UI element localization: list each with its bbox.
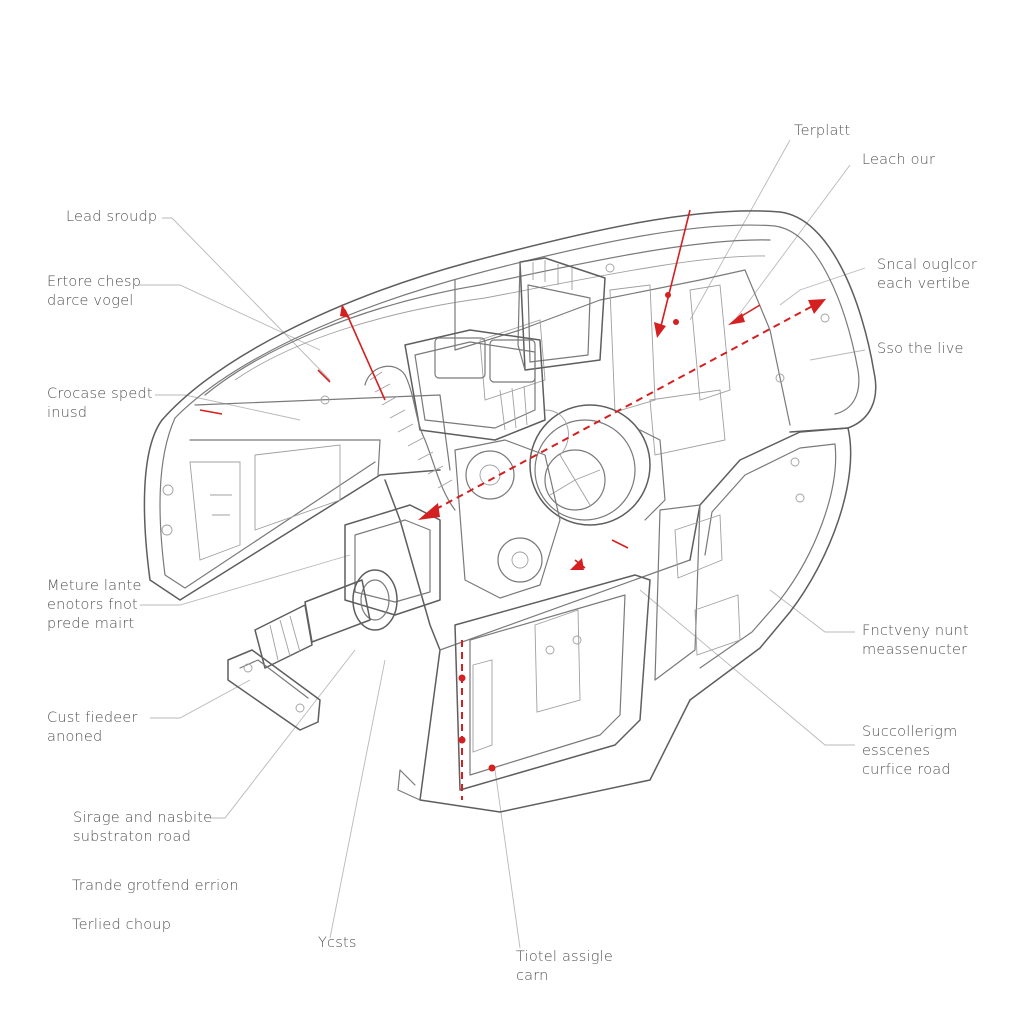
label-ycsts: Ycsts [318, 934, 357, 953]
label-line: curfice road [862, 762, 951, 778]
label-line: Ertore chesp [47, 274, 142, 290]
label-tiotel-assigle: Tiotel assigle carn [516, 948, 613, 986]
leader-lines [138, 139, 866, 949]
label-line: carn [516, 968, 549, 984]
label-line: meassenucter [862, 642, 968, 658]
label-ertore-chesp: Ertore chesp darce vogel [47, 273, 141, 311]
label-sncal-ouglcor: Sncal ouglcor each vertibe [877, 256, 977, 294]
label-line: Trande grotfend errion [72, 878, 239, 894]
label-line: enotors fnot [47, 597, 138, 613]
battery-module [517, 257, 606, 371]
label-line: each vertibe [877, 276, 971, 292]
drive-shaft [227, 504, 441, 731]
label-sso-the-live: Sso the live [877, 340, 964, 359]
label-line: Sirage and nasbite [73, 810, 213, 826]
label-terlied-choup: Terlied choup [72, 916, 171, 935]
label-line: inusd [47, 405, 88, 421]
label-line: Cust fiedeer [47, 710, 138, 726]
motor-block [364, 329, 666, 599]
label-line: Ycsts [318, 935, 357, 951]
label-line: Tiotel assigle [516, 949, 614, 965]
label-line: Sncal ouglcor [877, 257, 978, 273]
label-lead-sroudp: Lead sroudp [66, 208, 157, 227]
label-terplatt: Terplatt [794, 122, 850, 141]
label-sirage-and-nasbite: Sirage and nasbite substraton road [73, 809, 212, 847]
label-line: Terplatt [794, 123, 851, 139]
label-line: substraton road [73, 829, 191, 845]
label-meture-lante: Meture lante enotors fnot prede mairt [47, 577, 142, 634]
label-leach-our: Leach our [862, 151, 935, 170]
label-line: Sso the live [877, 341, 964, 357]
label-line: darce vogel [47, 293, 134, 309]
label-line: Lead sroudp [66, 209, 158, 225]
label-line: Fnctveny nunt [862, 623, 969, 639]
label-line: prede mairt [47, 616, 135, 632]
label-crocase-spedt: Crocase spedt inusd [47, 385, 153, 423]
label-fnctveny-nunt: Fnctveny nunt meassenucter [862, 622, 969, 660]
label-cust-fiedeer: Cust fiedeer anoned [47, 709, 138, 747]
housing-shell [143, 210, 877, 813]
red-dimension-lines [199, 209, 826, 800]
label-line: Meture lante [47, 578, 142, 594]
label-line: esscenes [862, 743, 931, 759]
label-trande-grotfend: Trande grotfend errion [72, 877, 239, 896]
label-line: Terlied choup [72, 917, 172, 933]
label-line: anoned [47, 729, 103, 745]
label-line: Leach our [862, 152, 936, 168]
label-line: Succollerigm [862, 724, 958, 740]
label-succollerigm: Succollerigm esscenes curfice road [862, 723, 957, 780]
label-line: Crocase spedt [47, 386, 153, 402]
